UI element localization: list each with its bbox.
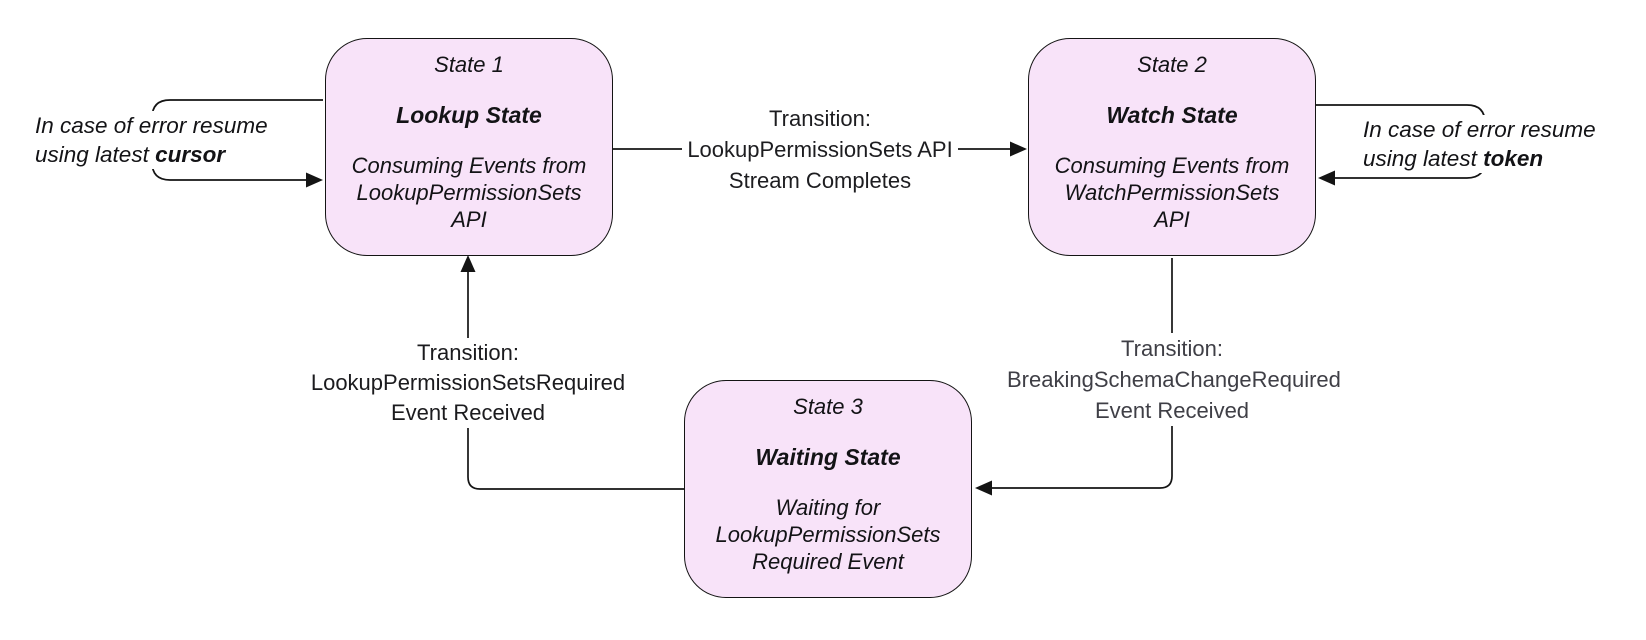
error-loop-label-token: In case of error resume using latest tok… [1358,115,1601,173]
state-number: State 1 [434,52,504,77]
state-node-waiting: State 3 Waiting State Waiting for Lookup… [684,380,972,598]
state-title: Waiting State [755,444,901,470]
transition-line: Event Received [298,398,638,428]
transition-line: Transition: [769,106,871,131]
transition-label-stream-completes: Transition: LookupPermissionSets API Str… [620,103,1020,196]
state-title: Watch State [1106,102,1238,128]
transition-line: Stream Completes [728,168,912,193]
transition-label-lookup-required: Transition: LookupPermissionSetsRequired… [298,338,638,428]
state-description: Waiting for LookupPermissionSets Require… [715,494,940,575]
state-description: Consuming Events from LookupPermissionSe… [352,152,587,233]
transition-label-breaking-schema-change: Transition: BreakingSchemaChangeRequired… [1002,333,1346,426]
state-description-line: WatchPermissionSets [1064,180,1280,205]
transition-line: Transition: [298,338,638,368]
transition-line: Event Received [1002,395,1342,426]
transition-line: LookupPermissionSets API [620,134,1020,165]
state-number: State 3 [793,394,863,419]
state-description-line: Required Event [752,549,904,574]
state-description-line: API [1154,207,1190,232]
state-description-line: Consuming Events from [351,153,587,178]
state-node-watch: State 2 Watch State Consuming Events fro… [1028,38,1316,256]
state-description-line: Consuming Events from [1054,153,1290,178]
state-description-line: LookupPermissionSets [356,180,582,205]
arrow-state3-to-state1 [460,255,684,490]
state-description: Consuming Events from WatchPermissionSet… [1055,152,1290,233]
state-description-line: Waiting for [775,495,881,520]
state-description-line: API [451,207,487,232]
state-number: State 2 [1137,52,1207,77]
state-title: Lookup State [396,102,542,128]
transition-line: BreakingSchemaChangeRequired [1002,364,1346,395]
state-description-line: LookupPermissionSets [715,522,941,547]
transition-line: Transition: [1002,333,1342,364]
loop-label-line: using latest token [1358,144,1549,173]
loop-label-line: In case of error resume [30,111,273,140]
loop-label-keyword: cursor [155,142,226,167]
transition-line: LookupPermissionSetsRequired [298,368,638,398]
loop-label-keyword: token [1483,146,1544,171]
loop-label-line: In case of error resume [1358,115,1601,144]
loop-label-line: using latest cursor [30,140,231,169]
error-loop-label-cursor: In case of error resume using latest cur… [30,111,273,169]
state-node-lookup: State 1 Lookup State Consuming Events fr… [325,38,613,256]
arrow-state2-to-state3 [975,258,1173,496]
